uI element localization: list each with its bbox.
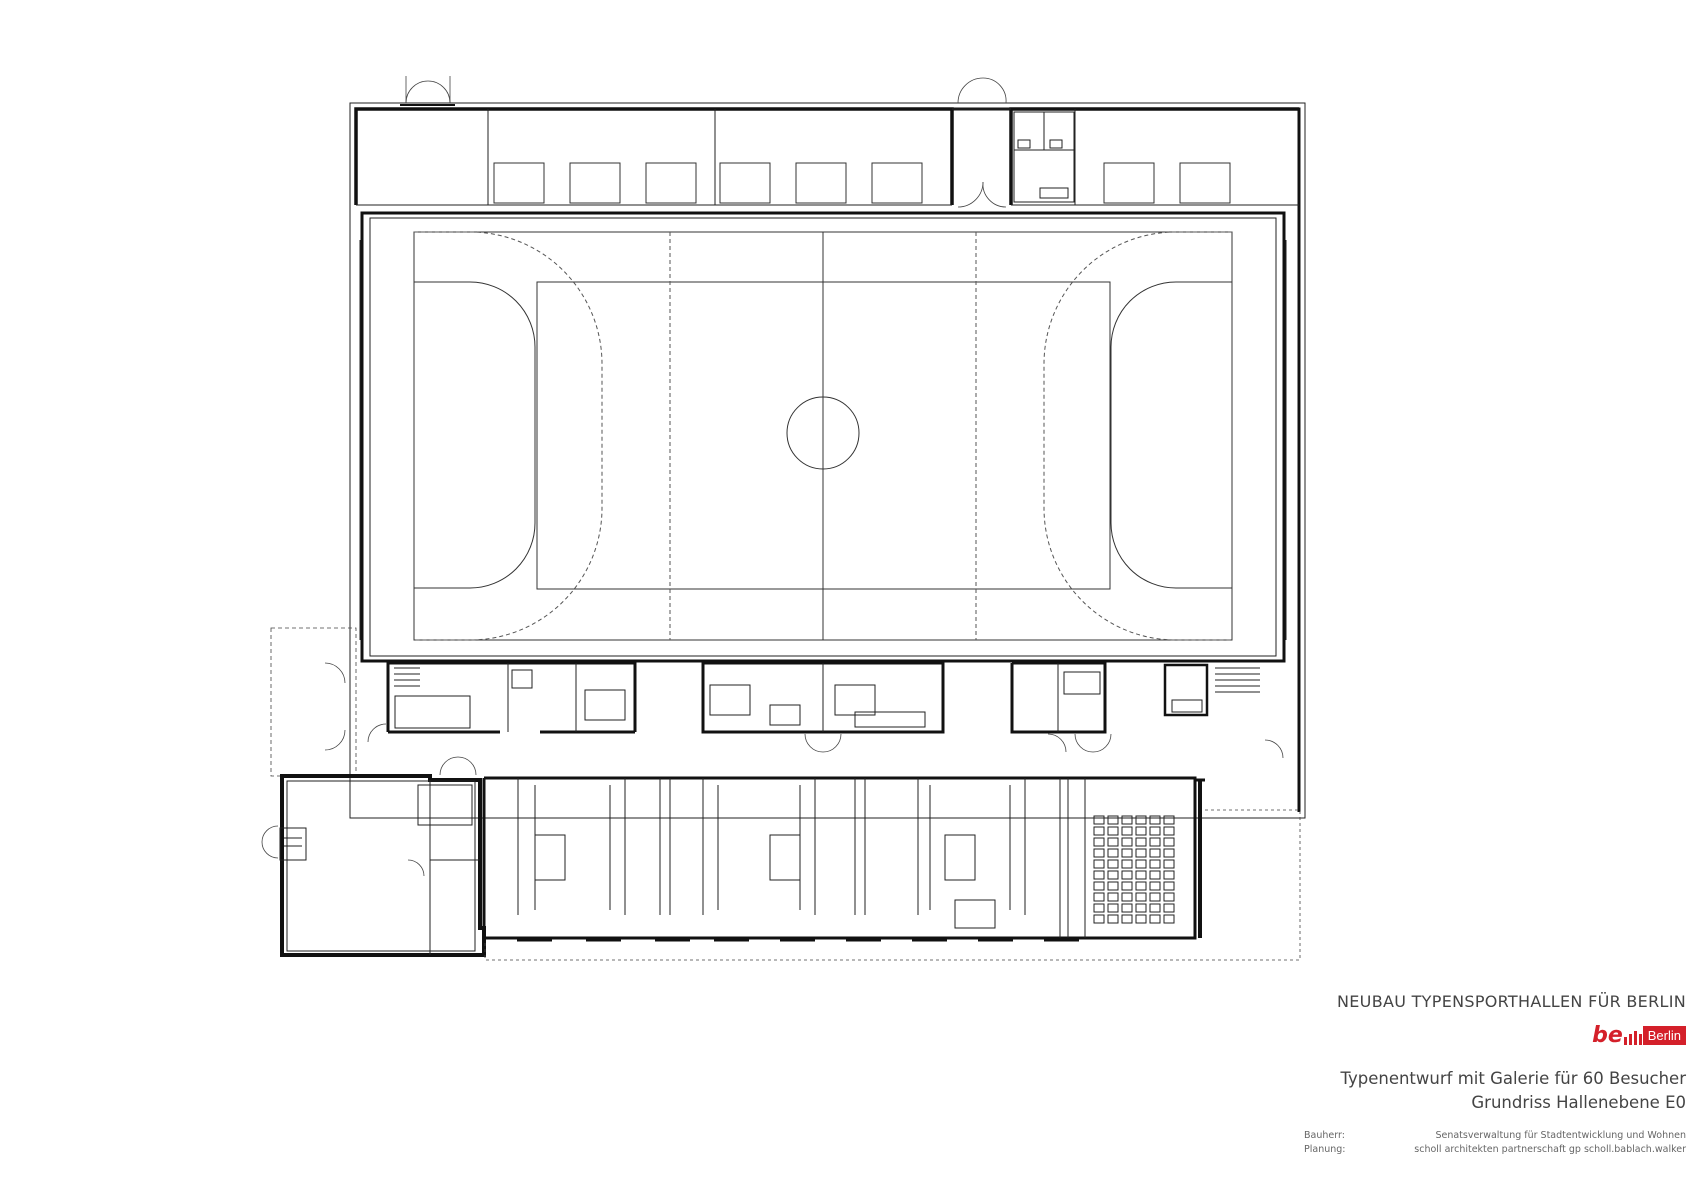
berlin-logo: be Berlin xyxy=(1166,1023,1686,1049)
gallery-seat xyxy=(1093,859,1105,869)
changing-room-partitions xyxy=(517,778,1069,938)
gallery-seat xyxy=(1163,815,1175,825)
gallery-seat xyxy=(1163,870,1175,880)
credits: Bauherr: Senatsverwaltung für Stadtentwi… xyxy=(1166,1129,1686,1157)
gallery-seat xyxy=(1093,881,1105,891)
gallery-seat xyxy=(1163,859,1175,869)
equipment-benches xyxy=(493,162,1231,204)
drawing-name: Grundriss Hallenebene E0 xyxy=(1471,1093,1686,1112)
gallery-seat xyxy=(1149,903,1161,913)
drawing-subtitle: Typenentwurf mit Galerie für 60 Besucher… xyxy=(1166,1067,1686,1115)
gallery-seat xyxy=(1163,914,1175,924)
credit-label: Bauherr: xyxy=(1304,1130,1345,1141)
gallery-seat xyxy=(1135,914,1147,924)
gallery-seating xyxy=(1093,815,1175,924)
gallery-seat xyxy=(1093,826,1105,836)
gallery-seat xyxy=(1149,859,1161,869)
gallery-seat xyxy=(1107,892,1119,902)
gallery-seat xyxy=(1121,903,1133,913)
gallery-seat xyxy=(1121,914,1133,924)
storage-rooms-top xyxy=(354,107,1299,206)
gallery-seat xyxy=(1093,903,1105,913)
gallery-seat xyxy=(1135,892,1147,902)
stair-right xyxy=(1215,667,1260,693)
corridor-doors xyxy=(367,723,1284,776)
gallery-seat xyxy=(1093,870,1105,880)
sports-hall xyxy=(360,211,1286,663)
gallery-seat xyxy=(1135,859,1147,869)
credit-row-planning: Planung: scholl architekten partnerschaf… xyxy=(1166,1143,1686,1157)
gallery-seat xyxy=(1135,881,1147,891)
gallery-seat xyxy=(1093,837,1105,847)
gallery-seat xyxy=(1149,870,1161,880)
stair-left xyxy=(394,667,420,687)
credit-label: Planung: xyxy=(1304,1144,1346,1155)
gallery-seat xyxy=(1149,914,1161,924)
gallery-seat xyxy=(1163,881,1175,891)
gallery-seat xyxy=(1163,848,1175,858)
court-markings xyxy=(359,231,1287,641)
gallery-seat xyxy=(1093,914,1105,924)
gallery-seat xyxy=(1107,826,1119,836)
gallery-seat xyxy=(1149,892,1161,902)
design-type: Typenentwurf mit Galerie für 60 Besucher xyxy=(1340,1069,1686,1088)
gallery-seat xyxy=(1135,870,1147,880)
gallery-seat xyxy=(1135,903,1147,913)
gallery-seat xyxy=(1121,837,1133,847)
gallery-seat xyxy=(1093,892,1105,902)
logo-bars-icon xyxy=(1623,1027,1643,1045)
gallery-seat xyxy=(1135,837,1147,847)
gallery-seat xyxy=(1163,826,1175,836)
gallery-seat xyxy=(1121,815,1133,825)
wc-block-top xyxy=(1013,111,1075,203)
gallery-seat xyxy=(1107,848,1119,858)
project-title: NEUBAU TYPENSPORTHALLEN FÜR BERLIN xyxy=(1337,992,1686,1011)
gallery-seat xyxy=(1121,848,1133,858)
gallery-seat xyxy=(1163,837,1175,847)
gallery-seat xyxy=(1121,859,1133,869)
gallery-seat xyxy=(1163,892,1175,902)
logo-be-mark: be xyxy=(1592,1023,1623,1048)
changing-wing xyxy=(482,776,1301,961)
credit-value: scholl architekten partnerschaft gp scho… xyxy=(1414,1144,1686,1155)
gallery-seat xyxy=(1135,848,1147,858)
credit-row-client: Bauherr: Senatsverwaltung für Stadtentwi… xyxy=(1166,1129,1686,1143)
credit-value: Senatsverwaltung für Stadtentwicklung un… xyxy=(1435,1130,1686,1141)
gallery-seat xyxy=(1149,848,1161,858)
gallery-seat xyxy=(1135,815,1147,825)
gallery-seat xyxy=(1149,815,1161,825)
gallery-seat xyxy=(1135,826,1147,836)
gallery-seat xyxy=(1121,881,1133,891)
top-doors xyxy=(400,76,1007,208)
service-rooms-middle xyxy=(386,661,1260,734)
gallery-seat xyxy=(1107,837,1119,847)
gallery-seat xyxy=(1121,870,1133,880)
title-block: NEUBAU TYPENSPORTHALLEN FÜR BERLIN be Ber… xyxy=(1166,992,1686,1157)
gallery-seat xyxy=(1121,826,1133,836)
gallery-seat xyxy=(1093,848,1105,858)
logo-berlin-box: Berlin xyxy=(1642,1026,1686,1045)
gallery-seat xyxy=(1107,859,1119,869)
gallery-seat xyxy=(1107,903,1119,913)
gallery-seat xyxy=(1149,837,1161,847)
building-envelope xyxy=(349,102,1306,819)
gallery-seat xyxy=(1107,881,1119,891)
gallery-seat xyxy=(1149,881,1161,891)
entrance-annex xyxy=(261,627,486,957)
gallery-seat xyxy=(1163,903,1175,913)
gallery-seat xyxy=(1093,815,1105,825)
gallery-seat xyxy=(1107,870,1119,880)
gallery-seat xyxy=(1121,892,1133,902)
gallery-seat xyxy=(1107,815,1119,825)
gallery-seat xyxy=(1149,826,1161,836)
gallery-seat xyxy=(1107,914,1119,924)
